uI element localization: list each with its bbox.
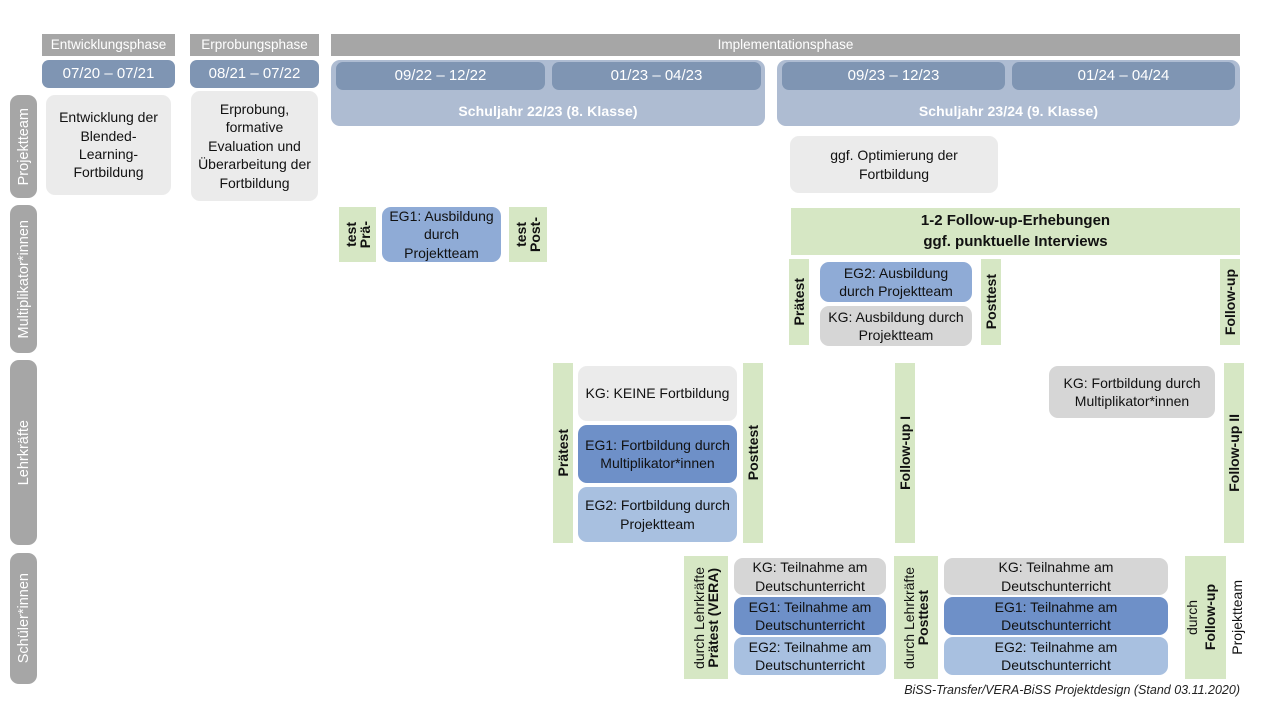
followup-box-multiplikatoren: Follow-up xyxy=(1220,259,1240,345)
card-eg2-fortbildung-projektteam: EG2: Fortbildung durch Projektteam xyxy=(578,487,737,542)
phase-header-entwicklungsphase: Entwicklungsphase xyxy=(42,34,175,56)
school-year-group-23-24: 09/23 – 12/23 01/24 – 04/24 Schuljahr 23… xyxy=(777,60,1240,126)
card-kg-ausbildung-projektteam: KG: Ausbildung durch Projektteam xyxy=(820,306,972,346)
praetest-box-multiplikatoren-2: Prätest xyxy=(789,259,809,345)
period-label: 07/20 – 07/21 xyxy=(62,65,155,83)
card-kg-fortbildung-multiplikatoren: KG: Fortbildung durch Multiplikator*inne… xyxy=(1049,366,1215,418)
school-year-group-22-23: 09/22 – 12/22 01/23 – 04/23 Schuljahr 22… xyxy=(331,60,765,126)
period-box-09-22-12-22: 09/22 – 12/22 xyxy=(336,62,545,90)
praetest-box-lehrkraefte: Prätest xyxy=(553,363,573,543)
card-eg1-teilnahme-deutschunterricht-2: EG1: Teilnahme am Deutschunterricht xyxy=(944,597,1168,635)
phase-header-implementationsphase: Implementationsphase xyxy=(331,34,1240,56)
row-label-schueler: Schüler*innen xyxy=(10,553,37,684)
footer-caption: BiSS-Transfer/VERA-BiSS Projektdesign (S… xyxy=(904,683,1240,697)
card-kg-teilnahme-deutschunterricht-2: KG: Teilnahme am Deutschunterricht xyxy=(944,558,1168,595)
followup-projektteam-label-schueler: Projektteam xyxy=(1229,580,1245,655)
followup-box-schueler: Follow-up durch xyxy=(1184,556,1226,679)
card-kg-keine-fortbildung: KG: KEINE Fortbildung xyxy=(578,366,737,421)
phase-label: Entwicklungsphase xyxy=(50,37,167,53)
period-label: 08/21 – 07/22 xyxy=(208,65,301,83)
period-box-01-24-04-24: 01/24 – 04/24 xyxy=(1012,62,1235,90)
period-label: 01/24 – 04/24 xyxy=(1077,67,1170,85)
row-label-multiplikatoren: Multiplikator*innen xyxy=(10,205,37,353)
row-label-lehrkraefte: Lehrkräfte xyxy=(10,360,37,545)
period-box-01-23-04-23: 01/23 – 04/23 xyxy=(552,62,761,90)
period-box-08-21-07-22: 08/21 – 07/22 xyxy=(190,60,319,88)
school-year-label-22-23: Schuljahr 22/23 (8. Klasse) xyxy=(458,103,638,119)
card-eg2-ausbildung-projektteam: EG2: Ausbildung durch Projektteam xyxy=(820,262,972,302)
period-box-07-20-07-21: 07/20 – 07/21 xyxy=(42,60,175,88)
period-label: 09/23 – 12/23 xyxy=(847,67,940,85)
phase-label: Implementationsphase xyxy=(717,37,854,53)
followup-erhebungen-band: 1-2 Follow-up-Erhebungen ggf. punktuelle… xyxy=(791,208,1240,255)
posttest-box-multiplikatoren-2: Posttest xyxy=(981,259,1001,345)
followup2-box-lehrkraefte: Follow-up II xyxy=(1224,363,1244,543)
posttest-box-schueler: Posttest durch Lehrkräfte xyxy=(894,556,938,679)
card-eg2-teilnahme-deutschunterricht-1: EG2: Teilnahme am Deutschunterricht xyxy=(734,637,886,675)
card-eg2-teilnahme-deutschunterricht-2: EG2: Teilnahme am Deutschunterricht xyxy=(944,637,1168,675)
card-ggf-optimierung: ggf. Optimierung der Fortbildung xyxy=(790,136,998,193)
posttest-box-multiplikatoren: Post- test xyxy=(509,207,547,262)
period-label: 01/23 – 04/23 xyxy=(610,67,703,85)
followup-band-line2: ggf. punktuelle Interviews xyxy=(923,232,1108,250)
period-box-09-23-12-23: 09/23 – 12/23 xyxy=(782,62,1005,90)
praetest-vera-box-schueler: Prätest (VERA) durch Lehrkräfte xyxy=(684,556,728,679)
followup-band-line1: 1-2 Follow-up-Erhebungen xyxy=(920,212,1111,230)
row-label-projektteam: Projektteam xyxy=(10,95,37,198)
card-eg1-teilnahme-deutschunterricht-1: EG1: Teilnahme am Deutschunterricht xyxy=(734,597,886,635)
posttest-box-lehrkraefte: Posttest xyxy=(743,363,763,543)
card-eg1-fortbildung-multiplikatoren: EG1: Fortbildung durch Multiplikator*inn… xyxy=(578,425,737,483)
card-entwicklung-blended-learning: Entwicklung der Blended-Learning-Fortbil… xyxy=(46,95,171,195)
school-year-label-23-24: Schuljahr 23/24 (9. Klasse) xyxy=(918,103,1099,119)
card-eg1-ausbildung-projektteam: EG1: Ausbildung durch Projektteam xyxy=(382,207,501,262)
phase-label: Erprobungsphase xyxy=(201,37,308,53)
phase-header-erprobungsphase: Erprobungsphase xyxy=(190,34,319,56)
card-kg-teilnahme-deutschunterricht-1: KG: Teilnahme am Deutschunterricht xyxy=(734,558,886,595)
card-erprobung-evaluation: Erprobung, formative Evaluation und Über… xyxy=(191,91,318,201)
praetest-box-multiplikatoren: Prä- test xyxy=(339,207,376,262)
period-label: 09/22 – 12/22 xyxy=(394,67,487,85)
followup1-box-lehrkraefte: Follow-up I xyxy=(895,363,915,543)
